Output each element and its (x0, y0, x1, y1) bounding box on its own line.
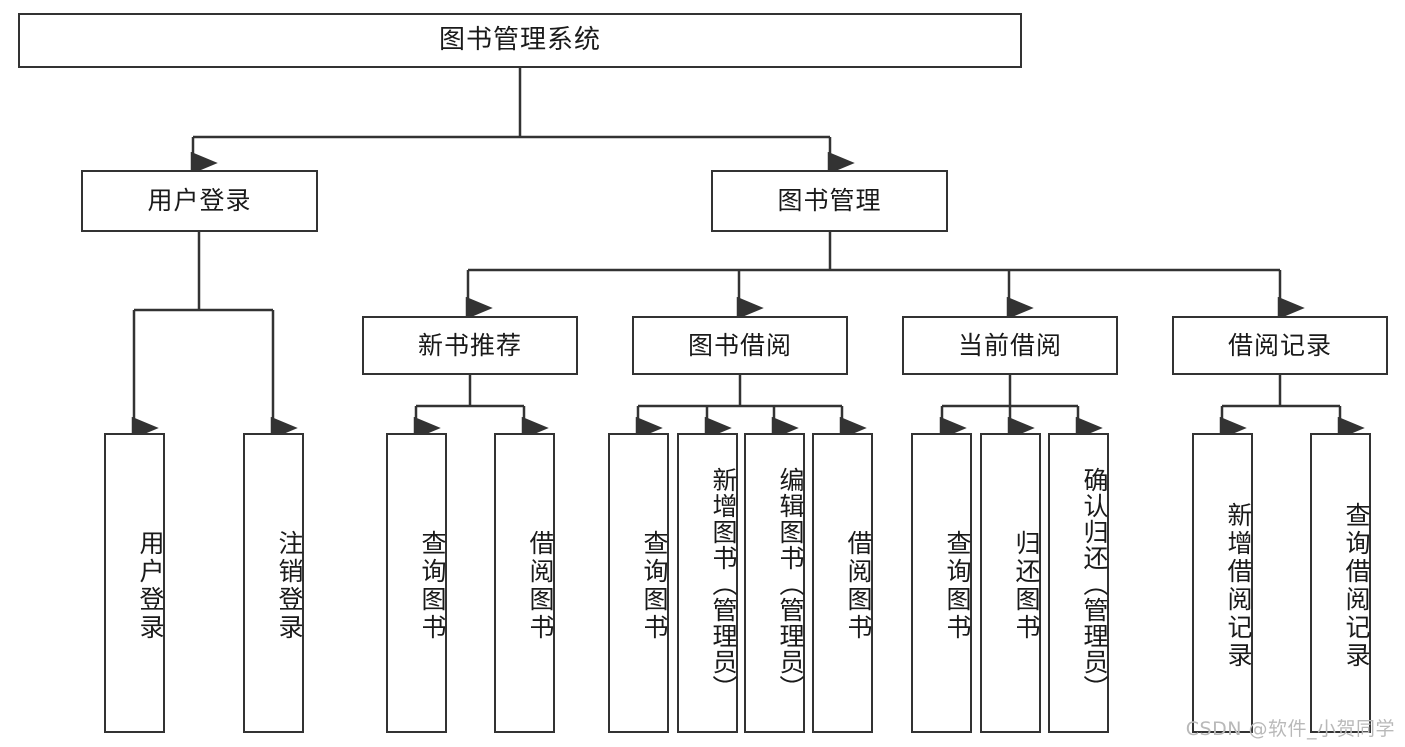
leaf-add-book-admin[interactable]: 新增图书（管理员） (677, 433, 738, 733)
node-book-borrow[interactable]: 图书借阅 (632, 316, 848, 375)
leaf-return-book[interactable]: 归还图书 (980, 433, 1041, 733)
leaf-edit-book-admin[interactable]: 编辑图书（管理员） (744, 433, 805, 733)
leaf-add-borrow-record[interactable]: 新增借阅记录 (1192, 433, 1253, 733)
node-current-borrow[interactable]: 当前借阅 (902, 316, 1118, 375)
leaf-query-book-recommend[interactable]: 查询图书 (386, 433, 447, 733)
leaf-query-book-current[interactable]: 查询图书 (911, 433, 972, 733)
node-root-system[interactable]: 图书管理系统 (18, 13, 1022, 68)
node-user-login[interactable]: 用户登录 (81, 170, 318, 232)
leaf-user-login[interactable]: 用户登录 (104, 433, 165, 733)
leaf-query-book-borrow[interactable]: 查询图书 (608, 433, 669, 733)
leaf-borrow-book-recommend[interactable]: 借阅图书 (494, 433, 555, 733)
leaf-confirm-return-admin[interactable]: 确认归还（管理员） (1048, 433, 1109, 733)
node-book-management[interactable]: 图书管理 (711, 170, 948, 232)
watermark-text: CSDN @软件_小贺同学 (1185, 718, 1395, 740)
leaf-borrow-book[interactable]: 借阅图书 (812, 433, 873, 733)
leaf-query-borrow-record[interactable]: 查询借阅记录 (1310, 433, 1371, 733)
node-borrow-record[interactable]: 借阅记录 (1172, 316, 1388, 375)
leaf-logout[interactable]: 注销登录 (243, 433, 304, 733)
node-new-book-recommend[interactable]: 新书推荐 (362, 316, 578, 375)
